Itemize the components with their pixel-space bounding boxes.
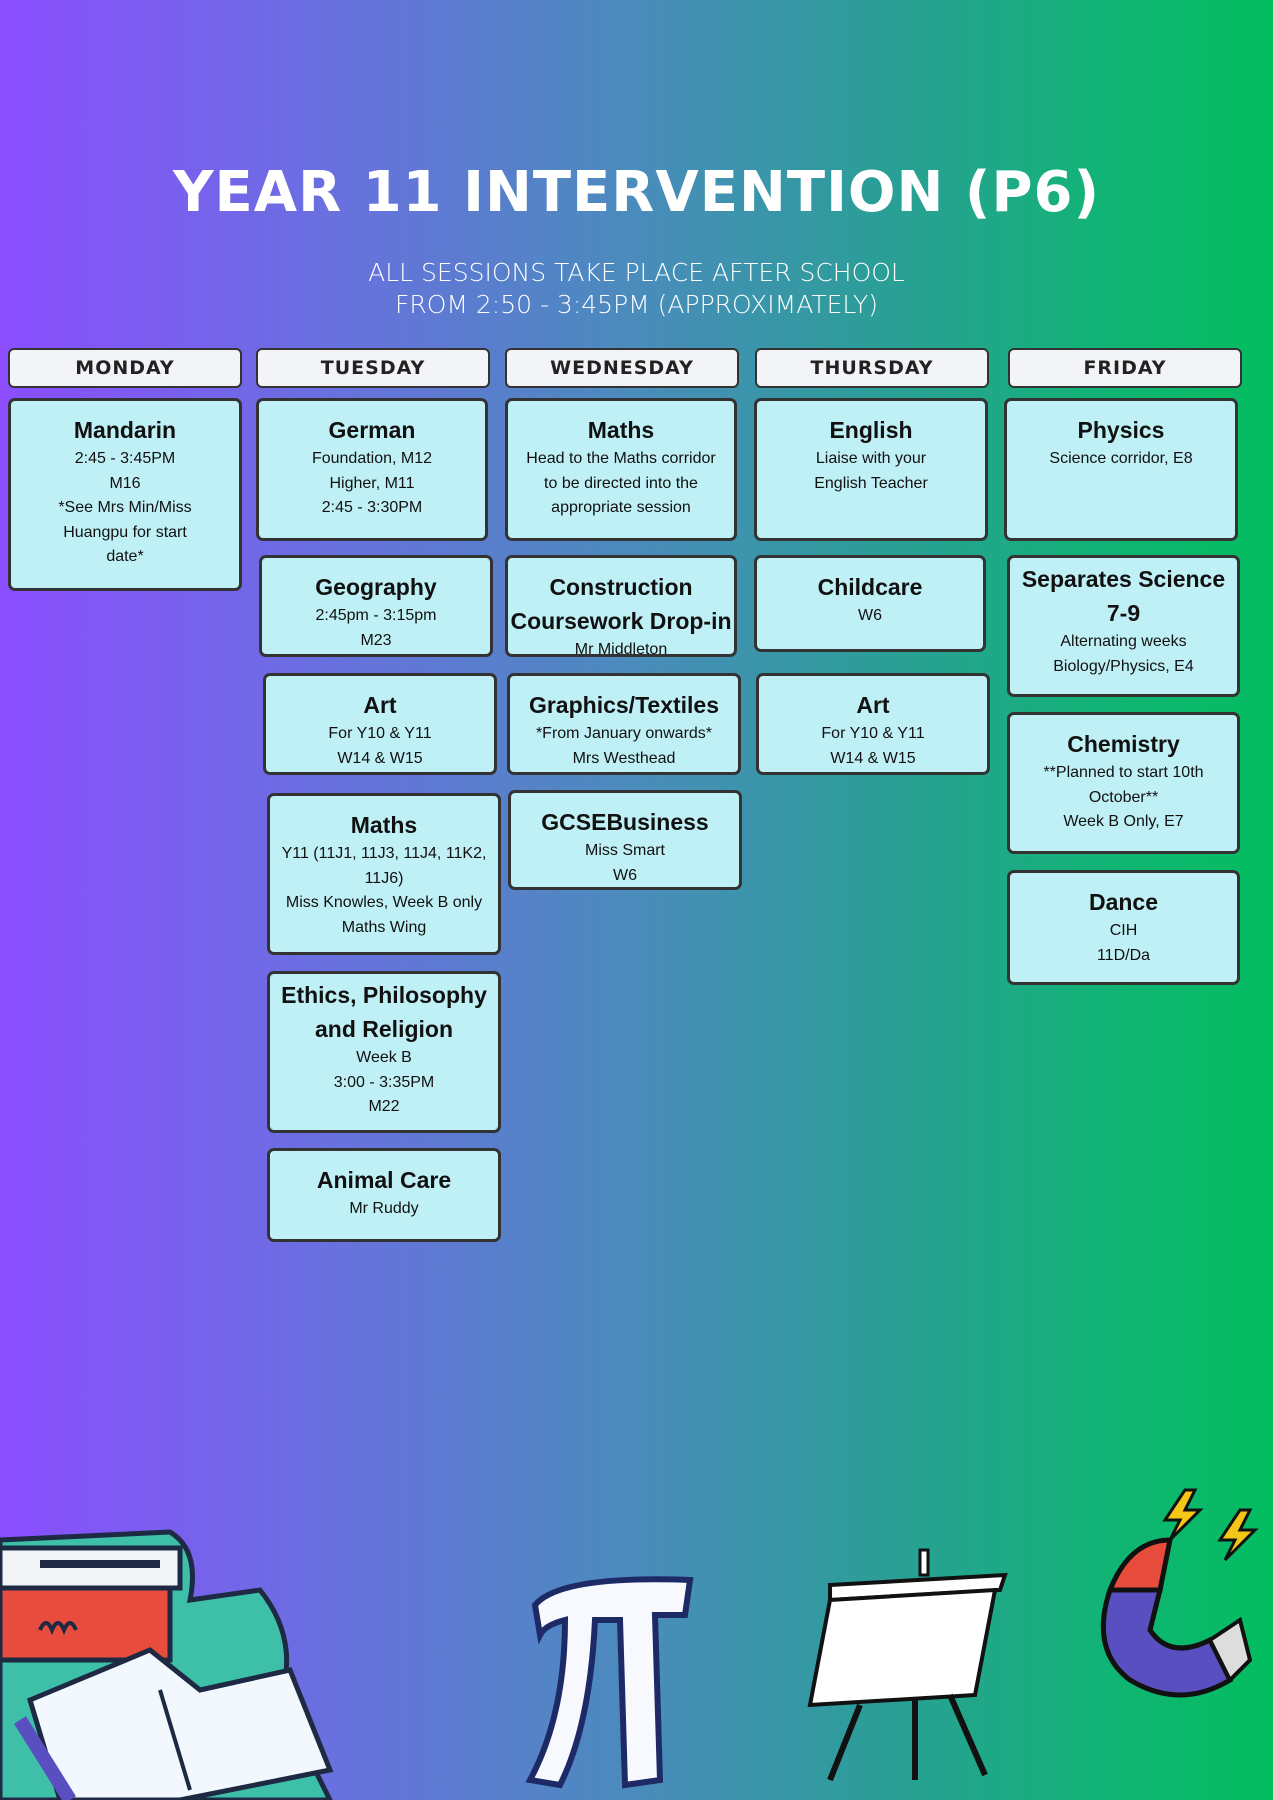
session-title: and Religion	[315, 1016, 453, 1042]
session-detail: Miss Knowles, Week B only	[285, 894, 483, 911]
session-detail: 2:45 - 3:30PM	[321, 499, 423, 516]
session-detail: Mr Middleton	[574, 641, 668, 658]
session-detail: Y11 (11J1, 11J3, 11J4, 11K2,	[281, 845, 487, 862]
session-title: Maths	[587, 417, 655, 443]
session-detail: For Y10 & Y11	[328, 725, 432, 742]
session-detail: M22	[368, 1098, 400, 1115]
session-title: German	[328, 417, 416, 443]
session-title: Graphics/Textiles	[528, 692, 720, 718]
session-detail: Maths Wing	[341, 918, 427, 936]
magnet-icon	[1100, 1488, 1259, 1698]
session-detail: 11D/Da	[1096, 946, 1151, 964]
session-title: Animal Care	[316, 1167, 452, 1193]
session-detail: M23	[360, 631, 392, 649]
session-detail: Week B Only, E7	[1063, 813, 1184, 830]
session-title: Maths	[350, 812, 418, 838]
session-detail: Higher, M11	[329, 474, 415, 492]
subtitle-line-1: ALL SESSIONS TAKE PLACE AFTER SCHOOL	[368, 258, 905, 287]
session-detail: M16	[109, 474, 141, 492]
session-detail: W6	[858, 607, 882, 624]
session-detail: *From January onwards*	[535, 725, 713, 742]
session-card-graphics-textiles: Graphics/Textiles *From January onwards* M…	[507, 673, 741, 775]
session-detail: Biology/Physics, E4	[1053, 657, 1194, 675]
day-header-monday: MONDAY	[8, 348, 242, 388]
session-detail: Mrs Westhead	[572, 749, 676, 767]
session-title: Geography	[315, 574, 437, 600]
session-detail: Huangpu for start	[63, 523, 187, 541]
session-detail: to be directed into the	[544, 474, 698, 492]
session-title: English	[829, 417, 913, 443]
session-title: Physics	[1077, 417, 1165, 443]
session-detail: 11J6)	[364, 869, 404, 887]
session-title: Separates Science	[1021, 566, 1226, 592]
session-detail: W14 & W15	[830, 749, 916, 767]
session-detail: *See Mrs Min/Miss	[58, 499, 192, 516]
easel-whiteboard-icon	[807, 1548, 1008, 1782]
books-illustration-icon	[0, 1529, 334, 1800]
session-detail: 3:00 - 3:35PM	[333, 1073, 435, 1091]
session-detail: 2:45 - 3:45PM	[74, 450, 176, 467]
session-detail: Science corridor, E8	[1049, 450, 1193, 467]
session-title: Art	[363, 692, 397, 718]
session-detail: Mr Ruddy	[349, 1200, 419, 1217]
session-detail: For Y10 & Y11	[821, 725, 925, 742]
day-header-wednesday: WEDNESDAY	[505, 348, 739, 388]
pi-symbol-icon	[525, 1576, 694, 1789]
session-title: Construction	[549, 574, 693, 600]
session-detail: Week B	[356, 1049, 412, 1066]
session-detail: **Planned to start 10th	[1043, 764, 1204, 781]
session-card-mandarin: Mandarin 2:45 - 3:45PM M16 *See Mrs Min/Mis…	[8, 398, 242, 591]
page-title: YEAR 11 INTERVENTION (P6)	[172, 160, 1101, 225]
session-title: Dance	[1088, 889, 1159, 915]
session-detail: W14 & W15	[337, 749, 423, 767]
session-detail: Foundation, M12	[311, 450, 433, 467]
session-title: Ethics, Philosophy	[281, 982, 487, 1008]
session-detail: Miss Smart	[585, 842, 665, 859]
day-header-tuesday: TUESDAY	[256, 348, 490, 388]
session-detail: Alternating weeks	[1060, 633, 1187, 650]
session-detail: appropriate session	[551, 499, 691, 516]
session-title: 7-9	[1106, 600, 1141, 626]
session-detail: date*	[106, 548, 144, 565]
session-title: Art	[856, 692, 890, 718]
session-detail: Head to the Maths corridor	[526, 450, 716, 467]
subtitle-line-2: FROM 2:50 - 3:45PM (APPROXIMATELY)	[394, 290, 879, 319]
session-title: Coursework Drop-in	[510, 608, 732, 634]
session-detail: October**	[1088, 788, 1159, 806]
session-title: Chemistry	[1067, 731, 1180, 757]
session-title: Mandarin	[73, 417, 177, 443]
session-detail: Liaise with your	[815, 450, 927, 467]
session-card-animal-care: Animal Care Mr Ruddy	[267, 1148, 501, 1242]
session-detail: CIH	[1109, 922, 1138, 939]
session-detail: W6	[613, 866, 637, 884]
day-header-thursday: THURSDAY	[755, 348, 989, 388]
day-header-friday: FRIDAY	[1008, 348, 1242, 388]
session-title: GCSEBusiness	[541, 809, 709, 835]
session-detail: 2:45pm - 3:15pm	[315, 607, 437, 624]
session-detail: English Teacher	[814, 474, 928, 492]
session-title: Childcare	[817, 574, 923, 600]
